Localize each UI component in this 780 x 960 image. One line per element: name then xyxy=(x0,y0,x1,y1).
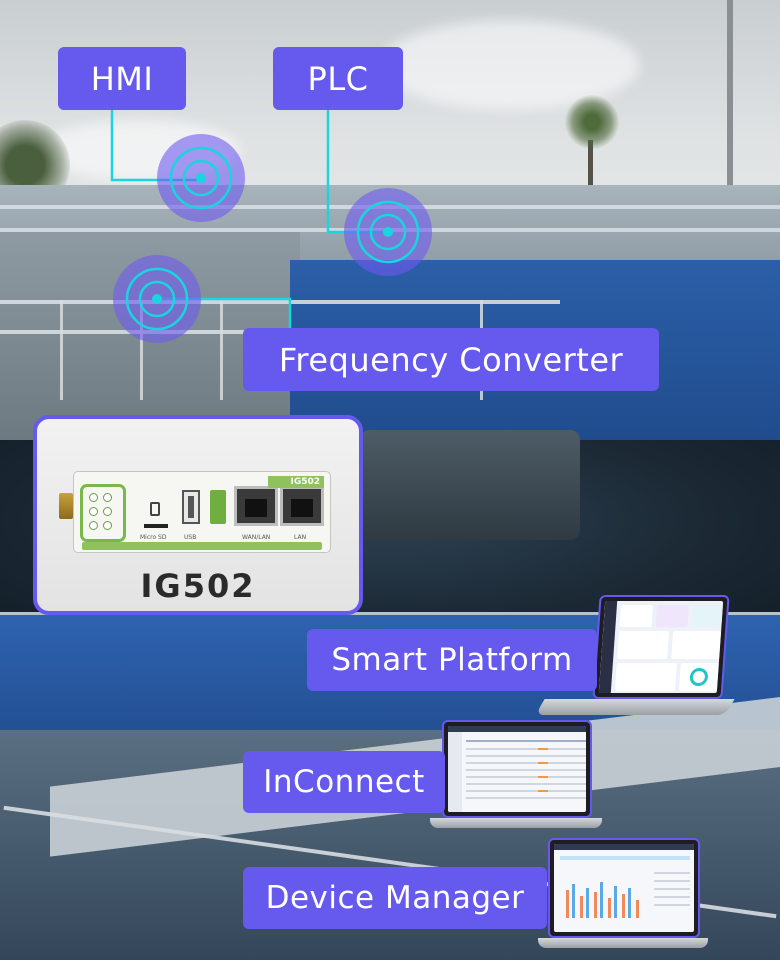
led-indicator xyxy=(89,507,98,516)
bar-chart-widget xyxy=(562,870,646,918)
led-indicator xyxy=(103,521,112,530)
table-row xyxy=(466,790,586,792)
signal-node-icon xyxy=(113,255,201,343)
list-item xyxy=(654,888,690,890)
progress-strip xyxy=(560,856,690,860)
list-item xyxy=(654,880,690,882)
led-indicator xyxy=(89,521,98,530)
device-manager-label: Device Manager xyxy=(243,867,547,929)
table-row xyxy=(466,769,586,771)
wan-lan-label: WAN/LAN xyxy=(242,534,271,541)
list-item xyxy=(654,904,690,906)
railing xyxy=(0,300,560,304)
dashboard-widget xyxy=(655,605,689,627)
inconnect-label: InConnect xyxy=(243,751,445,813)
dashboard-chart xyxy=(617,631,670,659)
sd-card-icon xyxy=(150,502,160,516)
table-row xyxy=(466,748,586,750)
device-name: IG502 xyxy=(140,567,256,605)
hmi-label: HMI xyxy=(58,47,186,110)
palm-trunk xyxy=(588,140,593,200)
device-card: Micro SD USB WAN/LAN LAN IG502 IG502 xyxy=(33,415,363,615)
led-indicator xyxy=(103,493,112,502)
dashboard-chart xyxy=(614,663,677,691)
app-header-bar xyxy=(448,726,586,732)
list-item xyxy=(654,896,690,898)
laptop-keyboard xyxy=(535,699,735,715)
dashboard-widget xyxy=(619,605,653,627)
dashboard-sidebar xyxy=(598,601,618,693)
status-cell xyxy=(538,776,548,778)
dashboard-chart xyxy=(671,631,722,659)
device-accent-bar xyxy=(82,542,322,550)
micro-sd-slot xyxy=(144,524,168,528)
dashboard-gauge xyxy=(678,663,719,691)
lan-label: LAN xyxy=(294,534,307,541)
list-item xyxy=(654,872,690,874)
table-row xyxy=(466,762,586,764)
laptop-keyboard xyxy=(538,938,708,948)
device-image: Micro SD USB WAN/LAN LAN IG502 xyxy=(73,471,331,553)
led-indicator xyxy=(89,493,98,502)
railing-post xyxy=(220,300,223,400)
railing-post xyxy=(140,300,143,400)
ethernet-port-wan xyxy=(234,486,278,526)
status-cell xyxy=(538,748,548,750)
table-row xyxy=(466,755,586,757)
light-pole xyxy=(727,0,733,230)
smart-platform-dashboard xyxy=(598,601,724,693)
usb-port xyxy=(182,490,200,524)
plc-label: PLC xyxy=(273,47,403,110)
laptop-screen xyxy=(592,595,730,699)
status-cell xyxy=(538,762,548,764)
led-panel xyxy=(80,484,126,542)
fc-connector-line xyxy=(157,297,292,328)
signal-node-icon xyxy=(344,188,432,276)
micro-sd-label: Micro SD xyxy=(140,534,167,541)
laptop-screen xyxy=(548,838,700,938)
inconnect-table-view xyxy=(448,726,586,812)
table-header xyxy=(466,740,586,742)
usb-label: USB xyxy=(184,534,197,541)
ethernet-port-lan xyxy=(280,486,324,526)
brand-logo xyxy=(210,490,226,524)
led-indicator xyxy=(103,507,112,516)
antenna-connector xyxy=(59,493,73,519)
signal-node-icon xyxy=(157,134,245,222)
clarifier-center xyxy=(360,430,580,540)
dashboard-widget xyxy=(691,605,723,627)
app-header-bar xyxy=(554,844,694,850)
laptop-icon xyxy=(538,838,708,950)
laptop-icon xyxy=(430,720,602,830)
table-row xyxy=(466,776,586,778)
railing-post xyxy=(60,300,63,400)
model-strip: IG502 xyxy=(268,476,324,488)
table-row xyxy=(466,797,586,799)
frequency-converter-label: Frequency Converter xyxy=(243,328,659,391)
laptop-screen xyxy=(442,720,592,818)
status-cell xyxy=(538,790,548,792)
device-manager-dashboard xyxy=(554,844,694,932)
laptop-keyboard xyxy=(430,818,602,828)
app-sidebar xyxy=(448,732,462,812)
palm-tree xyxy=(565,95,619,149)
table-row xyxy=(466,783,586,785)
smart-platform-label: Smart Platform xyxy=(307,629,597,691)
